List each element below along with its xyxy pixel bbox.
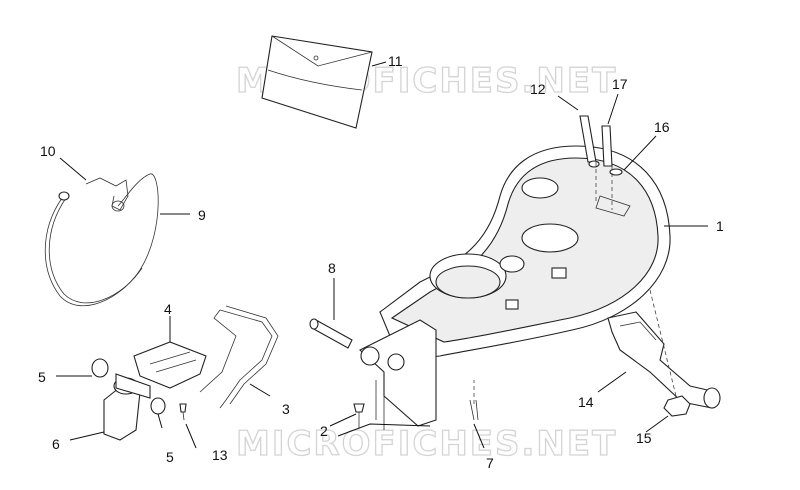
latch-wire	[199, 305, 279, 409]
seat-lock-bracket	[607, 311, 721, 409]
callout-10: 10	[40, 143, 56, 159]
spring-clip	[85, 177, 129, 212]
latch-lever	[91, 358, 166, 441]
small-screw	[179, 403, 187, 421]
screw	[353, 403, 365, 428]
callout-2: 2	[320, 423, 328, 439]
callout-5-right: 5	[166, 449, 174, 465]
callout-16: 16	[654, 119, 670, 135]
leader-lines	[56, 61, 708, 449]
watermark-bottom: MICROFICHES.NET	[236, 424, 617, 464]
callout-11: 11	[388, 53, 403, 69]
latch-plate	[133, 341, 207, 389]
callout-7: 7	[486, 455, 494, 471]
callout-13: 13	[212, 447, 228, 463]
callout-12: 12	[530, 81, 546, 97]
callout-5-left: 5	[38, 369, 46, 385]
callout-17: 17	[612, 76, 628, 92]
tool-pouch	[261, 35, 373, 129]
hinge-pin	[309, 318, 353, 349]
cotter-pin	[469, 399, 479, 421]
callout-9: 9	[198, 207, 206, 223]
callout-8: 8	[328, 260, 336, 276]
callout-1: 1	[716, 218, 724, 234]
callout-4: 4	[164, 301, 172, 317]
nut	[663, 395, 691, 417]
seat-cable	[44, 173, 159, 307]
seat-base	[359, 145, 671, 430]
callout-15: 15	[636, 430, 652, 446]
callout-3: 3	[282, 401, 290, 417]
callout-14: 14	[578, 394, 594, 410]
callout-6: 6	[52, 436, 60, 452]
